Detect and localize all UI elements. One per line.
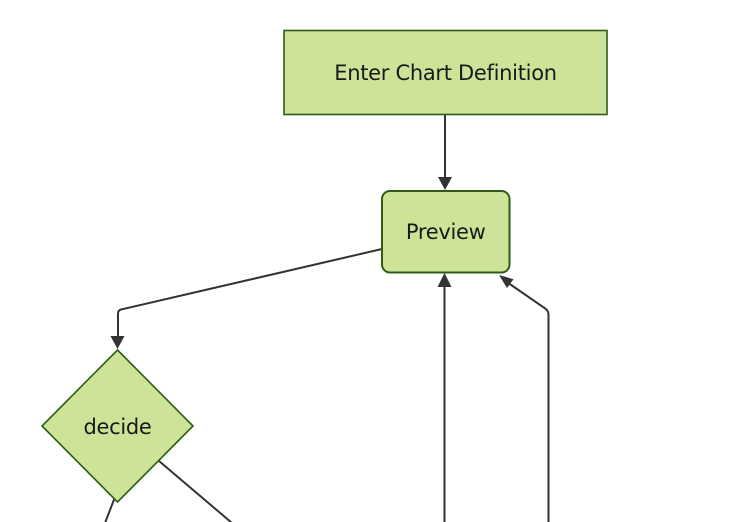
node-decide-shape bbox=[40, 348, 195, 504]
edge-decide-to-offscreen-left bbox=[104, 496, 116, 522]
node-preview-label: Preview bbox=[406, 220, 486, 244]
node-decide: decide bbox=[40, 348, 195, 504]
edge-offscreen-right-to-preview bbox=[499, 275, 550, 522]
edge-offscreen-right-to-preview-line bbox=[508, 282, 550, 522]
edge-enter-to-preview bbox=[438, 114, 452, 190]
node-enter-chart-definition-label: Enter Chart Definition bbox=[334, 61, 557, 85]
edge-offscreen-right-to-preview-arrowhead bbox=[499, 275, 514, 288]
edge-enter-to-preview-arrowhead bbox=[438, 177, 452, 190]
edge-decide-to-offscreen-right bbox=[158, 460, 233, 522]
edge-offscreen-center-to-preview bbox=[437, 273, 452, 522]
node-enter-chart-definition-shape bbox=[283, 29, 608, 116]
edge-preview-to-decide-line bbox=[117, 248, 383, 338]
node-preview: Preview bbox=[381, 190, 511, 274]
node-decide-label: decide bbox=[83, 415, 151, 439]
edge-offscreen-center-to-preview-arrowhead bbox=[437, 273, 452, 287]
edge-preview-to-decide-arrowhead bbox=[110, 336, 125, 349]
node-enter-chart-definition: Enter Chart Definition bbox=[283, 29, 608, 116]
edge-decide-to-offscreen-left-line bbox=[104, 496, 116, 522]
edge-preview-to-decide bbox=[110, 248, 383, 349]
node-preview-shape bbox=[381, 190, 511, 274]
edge-decide-to-offscreen-right-line bbox=[158, 460, 233, 522]
